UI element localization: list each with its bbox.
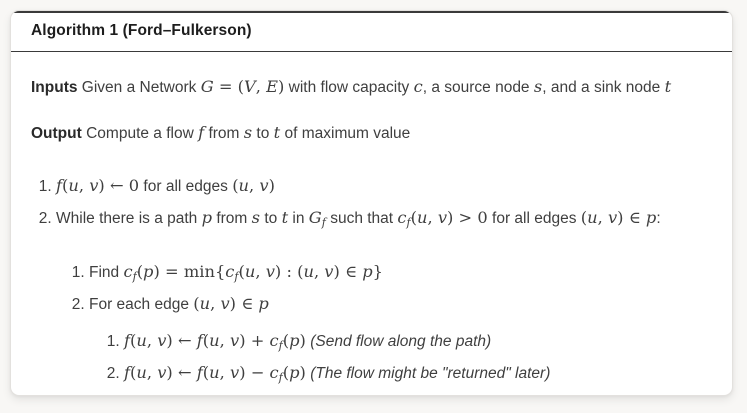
step-2-2-2: f(u, v) ← f(u, v) − cf(p) (The flow migh… (124, 360, 712, 387)
step-2-2: For each edge (u, v) ∈ p f(u, v) ← f(u, … (89, 291, 712, 387)
algorithm-header: Algorithm 1 (Ford–Fulkerson) (11, 11, 732, 52)
step-1: f(u, v) ← 0 for all edges (u, v) (56, 173, 712, 200)
step-2-2-1: f(u, v) ← f(u, v) + cf(p) (Send flow alo… (124, 328, 712, 355)
algorithm-card: Algorithm 1 (Ford–Fulkerson) Inputs Give… (10, 10, 733, 396)
algorithm-body: Inputs Given a Network G = (V, E) with f… (11, 52, 732, 387)
step-2: While there is a path p from s to t in G… (56, 205, 712, 387)
step-2-2-substeps: f(u, v) ← f(u, v) + cf(p) (Send flow alo… (89, 328, 712, 387)
step-2-1: Find cf(p) = min{cf(u, v) : (u, v) ∈ p} (89, 259, 712, 286)
step-2-substeps: Find cf(p) = min{cf(u, v) : (u, v) ∈ p} … (56, 259, 712, 387)
step-2-2-text: For each edge (u, v) ∈ p (89, 294, 269, 313)
output-line: Output Compute a flow f from s to t of m… (31, 123, 411, 142)
steps-list: f(u, v) ← 0 for all edges (u, v) While t… (31, 173, 712, 387)
step-2-text: While there is a path p from s to t in G… (56, 208, 661, 229)
inputs-line: Inputs Given a Network G = (V, E) with f… (31, 77, 672, 96)
algorithm-title: Algorithm 1 (Ford–Fulkerson) (31, 22, 252, 39)
